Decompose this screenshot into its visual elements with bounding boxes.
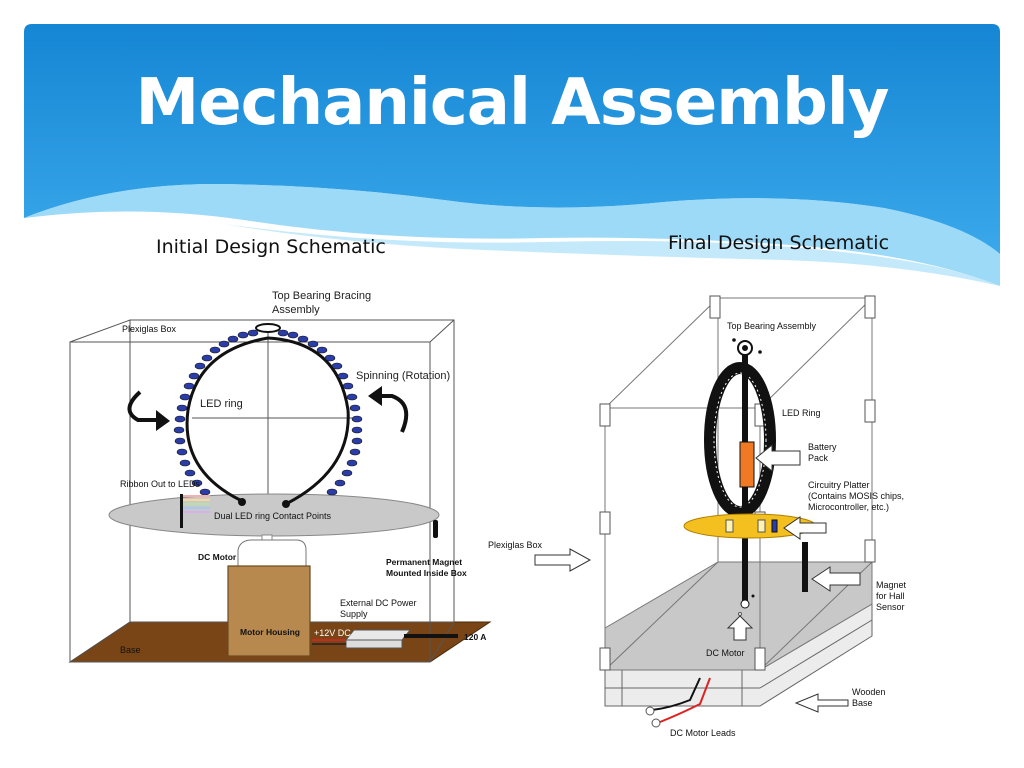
label-final-plexiglas-box: Plexiglas Box xyxy=(488,540,543,550)
rotation-arrow-left-icon xyxy=(127,390,158,422)
arrow-platter-icon xyxy=(783,516,827,540)
label-motor-leads: DC Motor Leads xyxy=(670,728,736,738)
label-wooden-base-1: Wooden xyxy=(852,687,885,697)
arrow-wooden-base-icon xyxy=(794,693,849,713)
label-battery-1: Battery xyxy=(808,442,837,452)
motor-leads xyxy=(651,677,701,711)
label-led-ring: LED ring xyxy=(200,398,243,410)
label-wooden-base-2: Base xyxy=(852,698,873,708)
label-top-bearing-1: Top Bearing Bracing xyxy=(272,290,371,302)
final-plexiglas-box xyxy=(604,297,873,671)
title-banner xyxy=(24,24,1000,286)
label-magnet-1: Permanent Magnet xyxy=(386,557,462,567)
led-ring xyxy=(173,329,363,508)
label-power-2: Supply xyxy=(340,609,368,619)
label-power-1: External DC Power xyxy=(340,598,417,608)
arrow-battery-icon xyxy=(755,443,801,473)
top-bearing-icon xyxy=(255,323,281,333)
label-top-bearing-2: Assembly xyxy=(272,304,320,316)
ribbon-cable xyxy=(180,494,210,528)
battery-pack xyxy=(739,441,755,488)
label-magnet-1-final: Magnet xyxy=(876,580,907,590)
label-final-dc-motor: DC Motor xyxy=(706,648,745,658)
motor-housing xyxy=(227,565,311,657)
rotation-arrow-right-icon xyxy=(380,394,409,433)
magnet-icon xyxy=(433,520,438,538)
hall-magnet-icon xyxy=(802,542,808,592)
label-platter-1: Circuitry Platter xyxy=(808,480,870,490)
final-led-ring xyxy=(704,362,776,518)
slide-title: Mechanical Assembly xyxy=(135,66,890,140)
label-battery-2: Pack xyxy=(808,453,829,463)
label-dc-motor: DC Motor xyxy=(198,552,237,562)
label-magnet-2-final: for Hall xyxy=(876,591,905,601)
arrow-plexiglas-icon xyxy=(534,548,592,572)
label-magnet-2: Mounted Inside Box xyxy=(386,568,467,578)
label-final-top-bearing: Top Bearing Assembly xyxy=(727,321,817,331)
label-base: Base xyxy=(120,645,141,655)
final-design-schematic: Top Bearing Assembly LED Ring Battery Pa… xyxy=(488,295,907,738)
label-plexiglas-box: Plexiglas Box xyxy=(122,324,177,334)
label-voltage: +12V DC xyxy=(314,628,351,638)
initial-design-caption: Initial Design Schematic xyxy=(156,236,386,258)
power-supply-icon xyxy=(344,629,412,641)
label-motor-housing: Motor Housing xyxy=(240,627,300,637)
label-final-led-ring: LED Ring xyxy=(782,408,821,418)
initial-design-schematic: Top Bearing Bracing Assembly Plexiglas B… xyxy=(68,290,492,663)
label-contact-points: Dual LED ring Contact Points xyxy=(214,511,332,521)
label-magnet-3-final: Sensor xyxy=(876,602,905,612)
label-platter-2: (Contains MOSIS chips, xyxy=(808,491,904,501)
label-spinning: Spinning (Rotation) xyxy=(356,370,450,382)
final-design-caption: Final Design Schematic xyxy=(668,232,890,254)
label-mains: 120 A xyxy=(464,632,486,642)
label-platter-3: Microcontroller, etc.) xyxy=(808,502,889,512)
arrow-magnet-icon xyxy=(811,566,861,592)
arrow-dc-motor-icon xyxy=(726,615,754,641)
label-ribbon: Ribbon Out to LEDs xyxy=(120,479,201,489)
